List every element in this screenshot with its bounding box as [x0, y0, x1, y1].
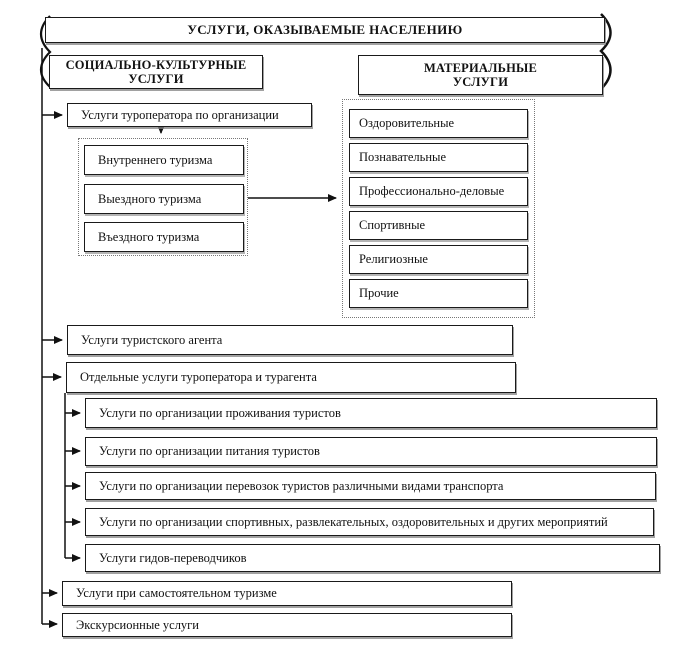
group-material-services: Оздоровительные Познавательные Профессио…	[342, 99, 535, 318]
node-separate-services: Отдельные услуги туроператора и турагент…	[66, 362, 516, 393]
node-other-services: Прочие	[349, 279, 528, 308]
node-professional-business-services: Профессионально-деловые	[349, 177, 528, 206]
node-health-services: Оздоровительные	[349, 109, 528, 138]
node-guide-interpreter-services: Услуги гидов-переводчиков	[85, 544, 660, 572]
node-religious-services: Религиозные	[349, 245, 528, 274]
node-independent-tourism: Услуги при самостоятельном туризме	[62, 581, 512, 606]
group-tourism-types: Внутреннего туризма Выездного туризма Въ…	[78, 138, 248, 256]
node-educational-services: Познавательные	[349, 143, 528, 172]
node-outbound-tourism: Выездного туризма	[84, 184, 244, 214]
node-sport-services: Спортивные	[349, 211, 528, 240]
diagram-title: УСЛУГИ, ОКАЗЫВАЕМЫЕ НАСЕЛЕНИЮ	[45, 17, 605, 43]
node-catering-services: Услуги по организации питания туристов	[85, 437, 657, 466]
node-accommodation-services: Услуги по организации проживания туристо…	[85, 398, 657, 428]
node-inbound-tourism: Въездного туризма	[84, 222, 244, 252]
node-travel-agent: Услуги туристского агента	[67, 325, 513, 355]
node-transport-services: Услуги по организации перевозок туристов…	[85, 472, 656, 500]
node-excursion-services: Экскурсионные услуги	[62, 613, 512, 637]
node-domestic-tourism: Внутреннего туризма	[84, 145, 244, 175]
node-events-services: Услуги по организации спортивных, развле…	[85, 508, 654, 536]
node-tour-operator: Услуги туроператора по организации	[67, 103, 312, 127]
